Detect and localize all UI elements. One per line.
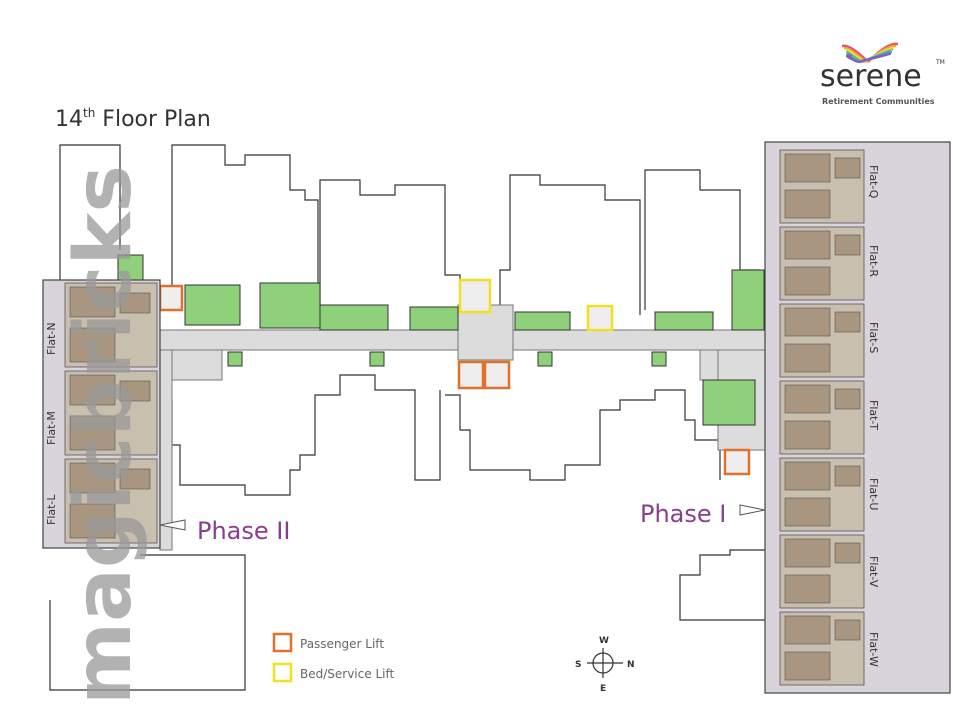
bath	[834, 465, 861, 487]
bath	[834, 542, 861, 564]
phase-pointer	[739, 504, 766, 516]
legend-service-lift: Bed/Service Lift	[300, 667, 394, 681]
passenger-lift	[483, 360, 511, 390]
service-lift	[458, 278, 492, 314]
compass-w: W	[599, 636, 609, 646]
bedroom	[784, 230, 831, 260]
living-room	[69, 503, 116, 539]
flat-label: Flat-L	[45, 494, 58, 525]
bedroom	[784, 384, 831, 414]
living-room	[784, 266, 831, 296]
bedroom	[784, 615, 831, 645]
green-area	[514, 311, 571, 331]
living-room	[69, 327, 116, 363]
bedroom	[784, 538, 831, 568]
flat-label: Flat-M	[45, 411, 58, 445]
living-room	[784, 343, 831, 373]
corridor-left	[159, 349, 173, 551]
compass-s: S	[575, 660, 581, 670]
flat-label: Flat-V	[867, 556, 880, 588]
green-area	[651, 351, 667, 367]
bedroom	[69, 286, 116, 318]
green-area	[537, 351, 553, 367]
bath	[119, 468, 151, 490]
phase-i-label: Phase I	[640, 500, 726, 528]
green-area	[319, 304, 389, 331]
flat-label: Flat-R	[867, 245, 880, 277]
green-area	[409, 306, 459, 331]
svg-text:serene: serene	[820, 59, 922, 94]
svg-text:TM: TM	[935, 59, 945, 66]
bedroom	[784, 461, 831, 491]
rainbow-stripe	[845, 52, 892, 64]
passenger-lift	[723, 448, 751, 476]
living-room	[784, 651, 831, 681]
green-area	[731, 269, 765, 331]
green-area	[227, 351, 243, 367]
living-room	[784, 574, 831, 604]
living-room	[784, 189, 831, 219]
bath	[119, 380, 151, 402]
living-room	[69, 415, 116, 451]
bath	[834, 388, 861, 410]
green-area	[259, 282, 321, 329]
flat-label: Flat-W	[867, 632, 880, 667]
green-area	[654, 311, 714, 331]
flat-label: Flat-T	[867, 400, 880, 430]
serene-logo: serene TM Retirement Communities	[820, 42, 945, 106]
lobby	[457, 304, 514, 361]
bedroom	[69, 374, 116, 406]
service-lift	[586, 304, 614, 332]
bath	[834, 619, 861, 641]
watermark: magicbricks	[59, 165, 149, 705]
page-title: 14th Floor Plan	[55, 106, 211, 132]
bath	[834, 234, 861, 256]
green-area	[184, 284, 241, 326]
block-outline	[319, 179, 461, 305]
compass-n: N	[627, 660, 635, 670]
phase-ii-label: Phase II	[197, 517, 290, 545]
block-outline	[171, 144, 319, 305]
passenger-lift-swatch	[272, 632, 293, 653]
flat-label: Flat-N	[45, 322, 58, 355]
green-area	[369, 351, 385, 367]
green-area	[702, 379, 756, 426]
compass-icon	[587, 648, 623, 678]
bedroom	[784, 307, 831, 337]
block-outline	[59, 144, 121, 280]
block-outline	[499, 174, 641, 315]
passenger-lift	[457, 360, 485, 390]
block-outline	[49, 554, 246, 691]
flat-label: Flat-U	[867, 478, 880, 510]
bedroom	[784, 153, 831, 183]
block-outline	[445, 389, 721, 481]
bath	[834, 157, 861, 179]
block-outline	[679, 549, 765, 621]
phase-pointer	[159, 519, 186, 531]
flat-label: Flat-Q	[867, 165, 880, 199]
service-lift-swatch	[272, 662, 293, 683]
svg-text:Retirement Communities: Retirement Communities	[822, 97, 935, 106]
bath	[119, 292, 151, 314]
passenger-lift	[158, 284, 184, 312]
living-room	[784, 497, 831, 527]
bedroom	[69, 462, 116, 494]
bath	[834, 311, 861, 333]
legend-passenger-lift: Passenger Lift	[300, 637, 384, 651]
compass-e: E	[600, 684, 606, 694]
block-outline	[171, 374, 441, 496]
living-room	[784, 420, 831, 450]
flat-label: Flat-S	[867, 322, 880, 353]
